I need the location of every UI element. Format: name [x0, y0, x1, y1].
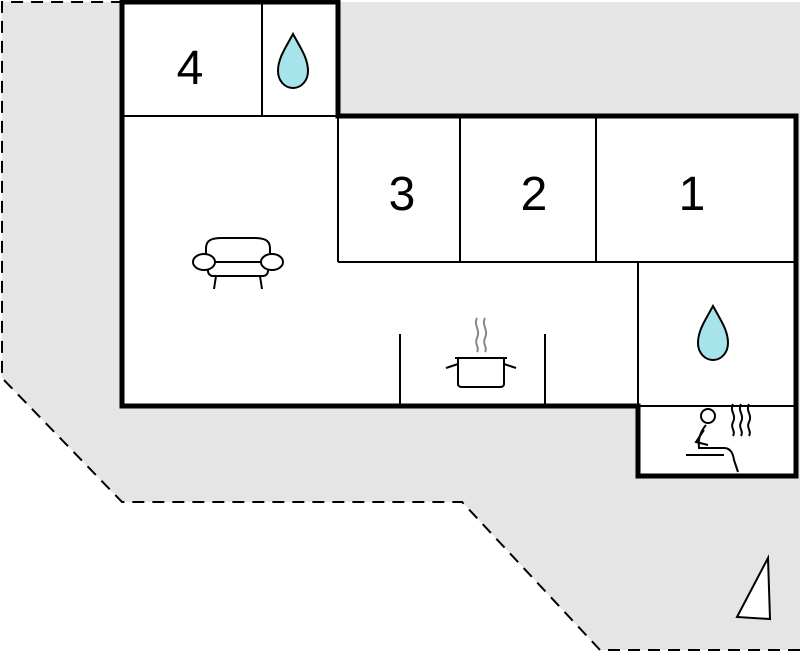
- sauna-icon: [686, 403, 752, 473]
- sofa-icon: [192, 237, 284, 290]
- room-number-1: 1: [679, 168, 706, 221]
- room-number-2: 2: [521, 168, 548, 221]
- room-number-3: 3: [389, 168, 416, 221]
- water-drop-icon: [276, 31, 310, 90]
- water-drop-icon: [696, 303, 730, 362]
- room-number-4: 4: [177, 42, 204, 95]
- north-arrow-icon: [735, 554, 772, 621]
- cooking-pot-icon: [445, 317, 517, 388]
- interior-walls: [122, 2, 796, 407]
- exterior-walls: [119, 0, 799, 479]
